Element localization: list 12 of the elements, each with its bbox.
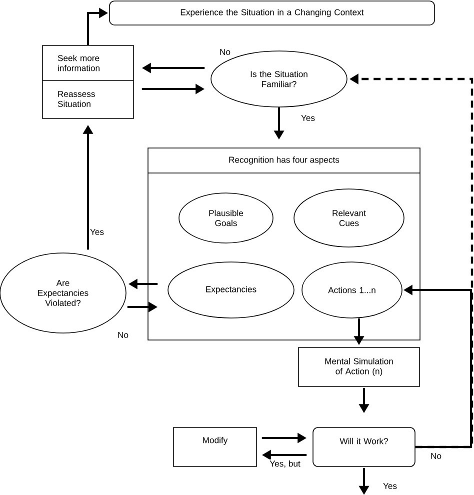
process-box: Seek more information Reassess Situation bbox=[42, 45, 134, 119]
process-box: Mental Simulation of Action (n) bbox=[298, 347, 420, 387]
process-box: Experience the Situation in a Changing Context bbox=[109, 0, 435, 26]
edge-label: Yes bbox=[88, 228, 106, 236]
edge-label: No bbox=[116, 331, 130, 339]
edge-label: No bbox=[430, 452, 442, 460]
edge-label: Yes bbox=[300, 114, 316, 122]
process-box: Modify bbox=[173, 427, 257, 467]
edge-label: Yes bbox=[382, 482, 398, 490]
edge-label: Yes, but bbox=[268, 459, 302, 469]
edge-label: No bbox=[218, 48, 232, 56]
process-box: Will it Work? bbox=[312, 427, 416, 467]
